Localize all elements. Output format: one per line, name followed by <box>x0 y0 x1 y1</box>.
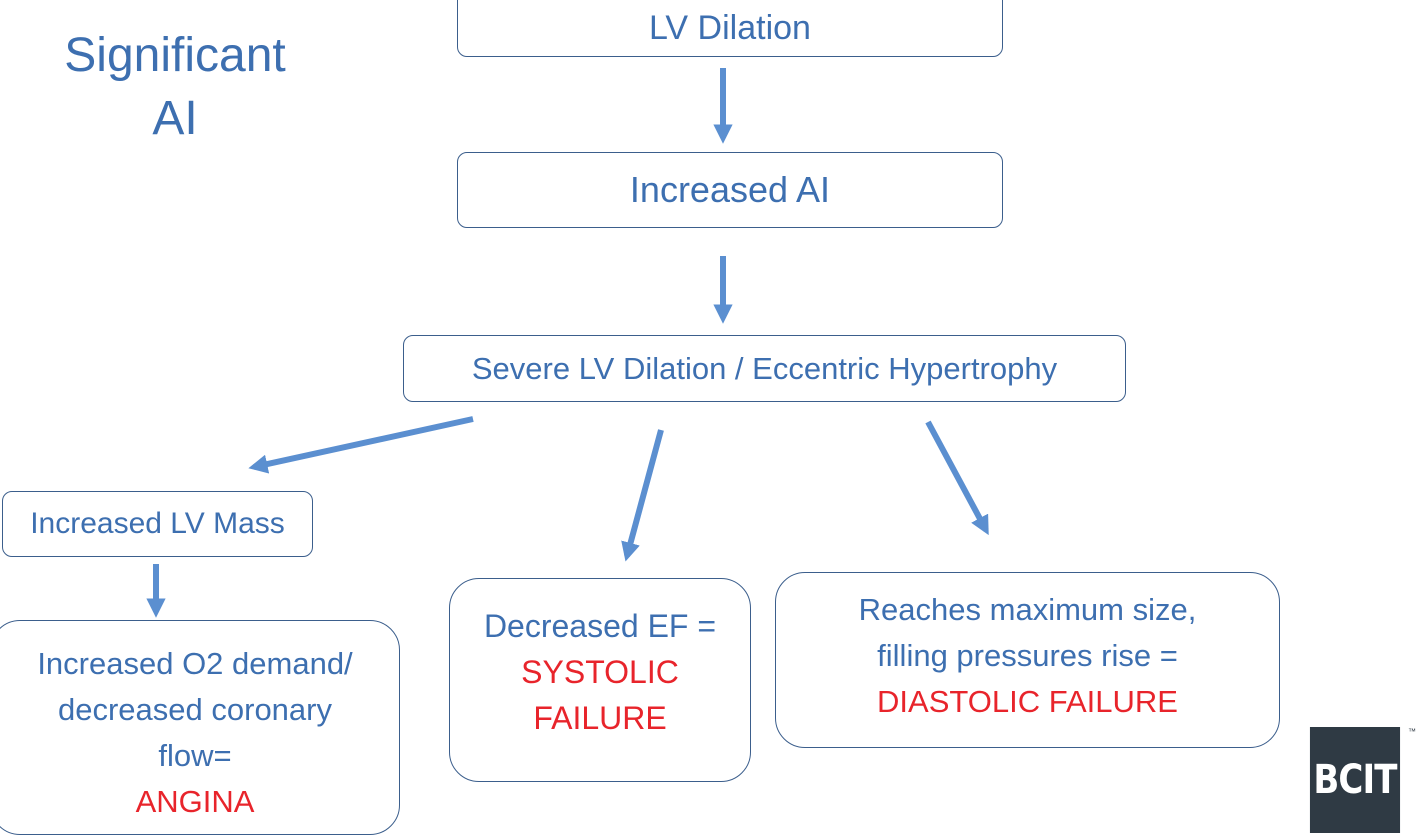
box-angina-line4: ANGINA <box>135 783 255 819</box>
box-diastolic-line1: Reaches maximum size, <box>858 592 1197 627</box>
box-increased-ai: Increased AI <box>457 152 1003 228</box>
box-angina-line3: flow= <box>158 737 232 773</box>
bcit-logo: BCIT <box>1309 727 1401 833</box>
box-angina: Increased O2 demand/ decreased coronary … <box>0 620 400 835</box>
slide-title-line1: Significant <box>64 29 286 82</box>
box-increased-ai-label: Increased AI <box>629 169 831 210</box>
bcit-logo-text: BCIT <box>1313 757 1397 803</box>
box-diastolic-line3: DIASTOLIC FAILURE <box>877 684 1178 719</box>
box-diastolic-failure: Reaches maximum size, filling pressures … <box>775 572 1280 748</box>
slide-title: Significant AI <box>40 10 310 164</box>
box-lv-dilation-label: LV Dilation <box>649 9 811 47</box>
box-diastolic-line2: filling pressures rise = <box>877 638 1178 673</box>
box-lv-dilation: LV Dilation <box>457 0 1003 57</box>
box-increased-lv-mass-label: Increased LV Mass <box>30 507 285 540</box>
slide-title-line2: AI <box>152 92 198 146</box>
box-systolic-line1: Decreased EF = <box>483 608 717 644</box>
box-severe-lv-dilation-label: Severe LV Dilation / Eccentric Hypertrop… <box>471 350 1058 386</box>
trademark-mark: ™ <box>1408 727 1416 736</box>
arrow-severe-to-lv-mass <box>248 416 474 474</box>
box-systolic-line2: SYSTOLIC <box>521 654 679 690</box>
box-angina-line2: decreased coronary <box>58 691 332 727</box>
box-systolic-failure: Decreased EF = SYSTOLIC FAILURE <box>449 578 751 782</box>
arrow-severe-to-diastolic <box>925 420 989 536</box>
box-systolic-line3: FAILURE <box>533 700 667 736</box>
arrow-severe-to-systolic <box>621 429 664 562</box>
box-angina-line1: Increased O2 demand/ <box>37 645 353 681</box>
box-severe-lv-dilation: Severe LV Dilation / Eccentric Hypertrop… <box>403 335 1126 402</box>
box-increased-lv-mass: Increased LV Mass <box>2 491 313 557</box>
